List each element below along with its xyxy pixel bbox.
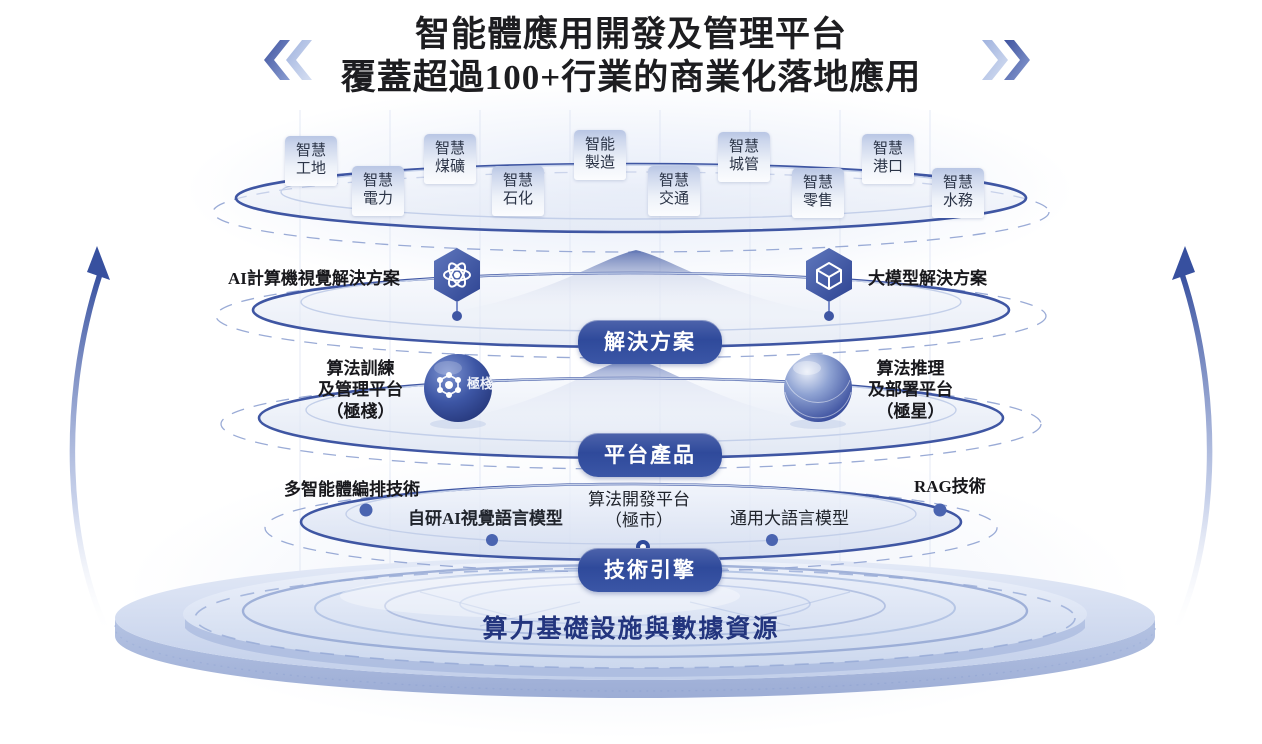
industry-label-l1: 智慧 [434,141,465,157]
jizhan-sphere-logo-icon[interactable]: 極棧 [418,350,498,430]
industry-box[interactable]: 智慧 零售 [792,168,844,219]
industry-label-l1: 智慧 [802,175,833,191]
industry-label-l2: 煤礦 [434,158,465,175]
industry-label-l2: 製造 [584,154,615,171]
curved-arrow-up-left-icon [69,246,113,639]
industry-label-l2: 工地 [295,160,326,177]
industry-label-l2: 交通 [658,190,689,207]
industry-label-l1: 智慧 [728,139,759,155]
industry-label-l1: 智慧 [658,173,689,189]
solution-left-label: AI計算機視覺解決方案 [228,269,400,288]
industry-box[interactable]: 智慧 電力 [352,166,404,217]
page-title-line2: 覆蓋超過100+行業的商業化落地應用 [340,57,922,97]
industry-label-l2: 零售 [802,192,833,209]
jixing-sphere-logo-icon[interactable] [778,350,858,430]
industry-label-l1: 智能 [584,137,615,153]
industry-box[interactable]: 智慧 交通 [648,166,700,217]
layer-pill-solution[interactable]: 解決方案 [578,320,722,364]
industry-label-l1: 智慧 [942,175,973,191]
industry-box[interactable]: 智慧 水務 [932,168,984,219]
double-chevron-left-icon [264,40,312,80]
page-title-line1: 智能體應用開發及管理平台 [414,15,847,54]
industry-box[interactable]: 智慧 港口 [862,134,914,185]
solution-right-label: 大模型解決方案 [868,269,987,288]
industry-label-l1: 智慧 [362,173,393,189]
industry-box[interactable]: 智慧 石化 [492,166,544,217]
platform-left-label: 算法訓練 及管理平台 （極棧） [318,359,403,421]
page-title: 智能體應用開發及管理平台 覆蓋超過100+行業的商業化落地應用 [0,14,1262,99]
industry-label-l1: 智慧 [295,143,326,159]
hexagon-cube-icon[interactable] [800,246,858,322]
industry-box[interactable]: 智慧 煤礦 [424,134,476,185]
industry-box[interactable]: 智能 製造 [574,130,626,181]
industry-label-l2: 石化 [502,190,533,207]
svg-text:極棧: 極棧 [466,376,493,391]
industry-label-l2: 電力 [362,190,393,207]
layer-pill-platform[interactable]: 平台產品 [578,433,722,477]
layer-pill-tech-engine[interactable]: 技術引擎 [578,548,722,592]
industry-box[interactable]: 智慧 工地 [285,136,337,187]
industry-label-l2: 水務 [942,192,973,209]
base-label: 算力基礎設施與數據資源 [482,616,780,643]
industry-label-l1: 智慧 [502,173,533,189]
hexagon-atom-icon[interactable] [428,246,486,322]
curved-arrow-up-right-icon [1169,246,1213,639]
industry-box[interactable]: 智慧 城管 [718,132,770,183]
platform-right-label: 算法推理 及部署平台 （極星） [868,359,953,421]
double-chevron-right-icon [982,40,1030,80]
industry-label-l2: 城管 [728,156,759,173]
industry-label-l1: 智慧 [872,141,903,157]
industry-label-l2: 港口 [872,158,903,175]
